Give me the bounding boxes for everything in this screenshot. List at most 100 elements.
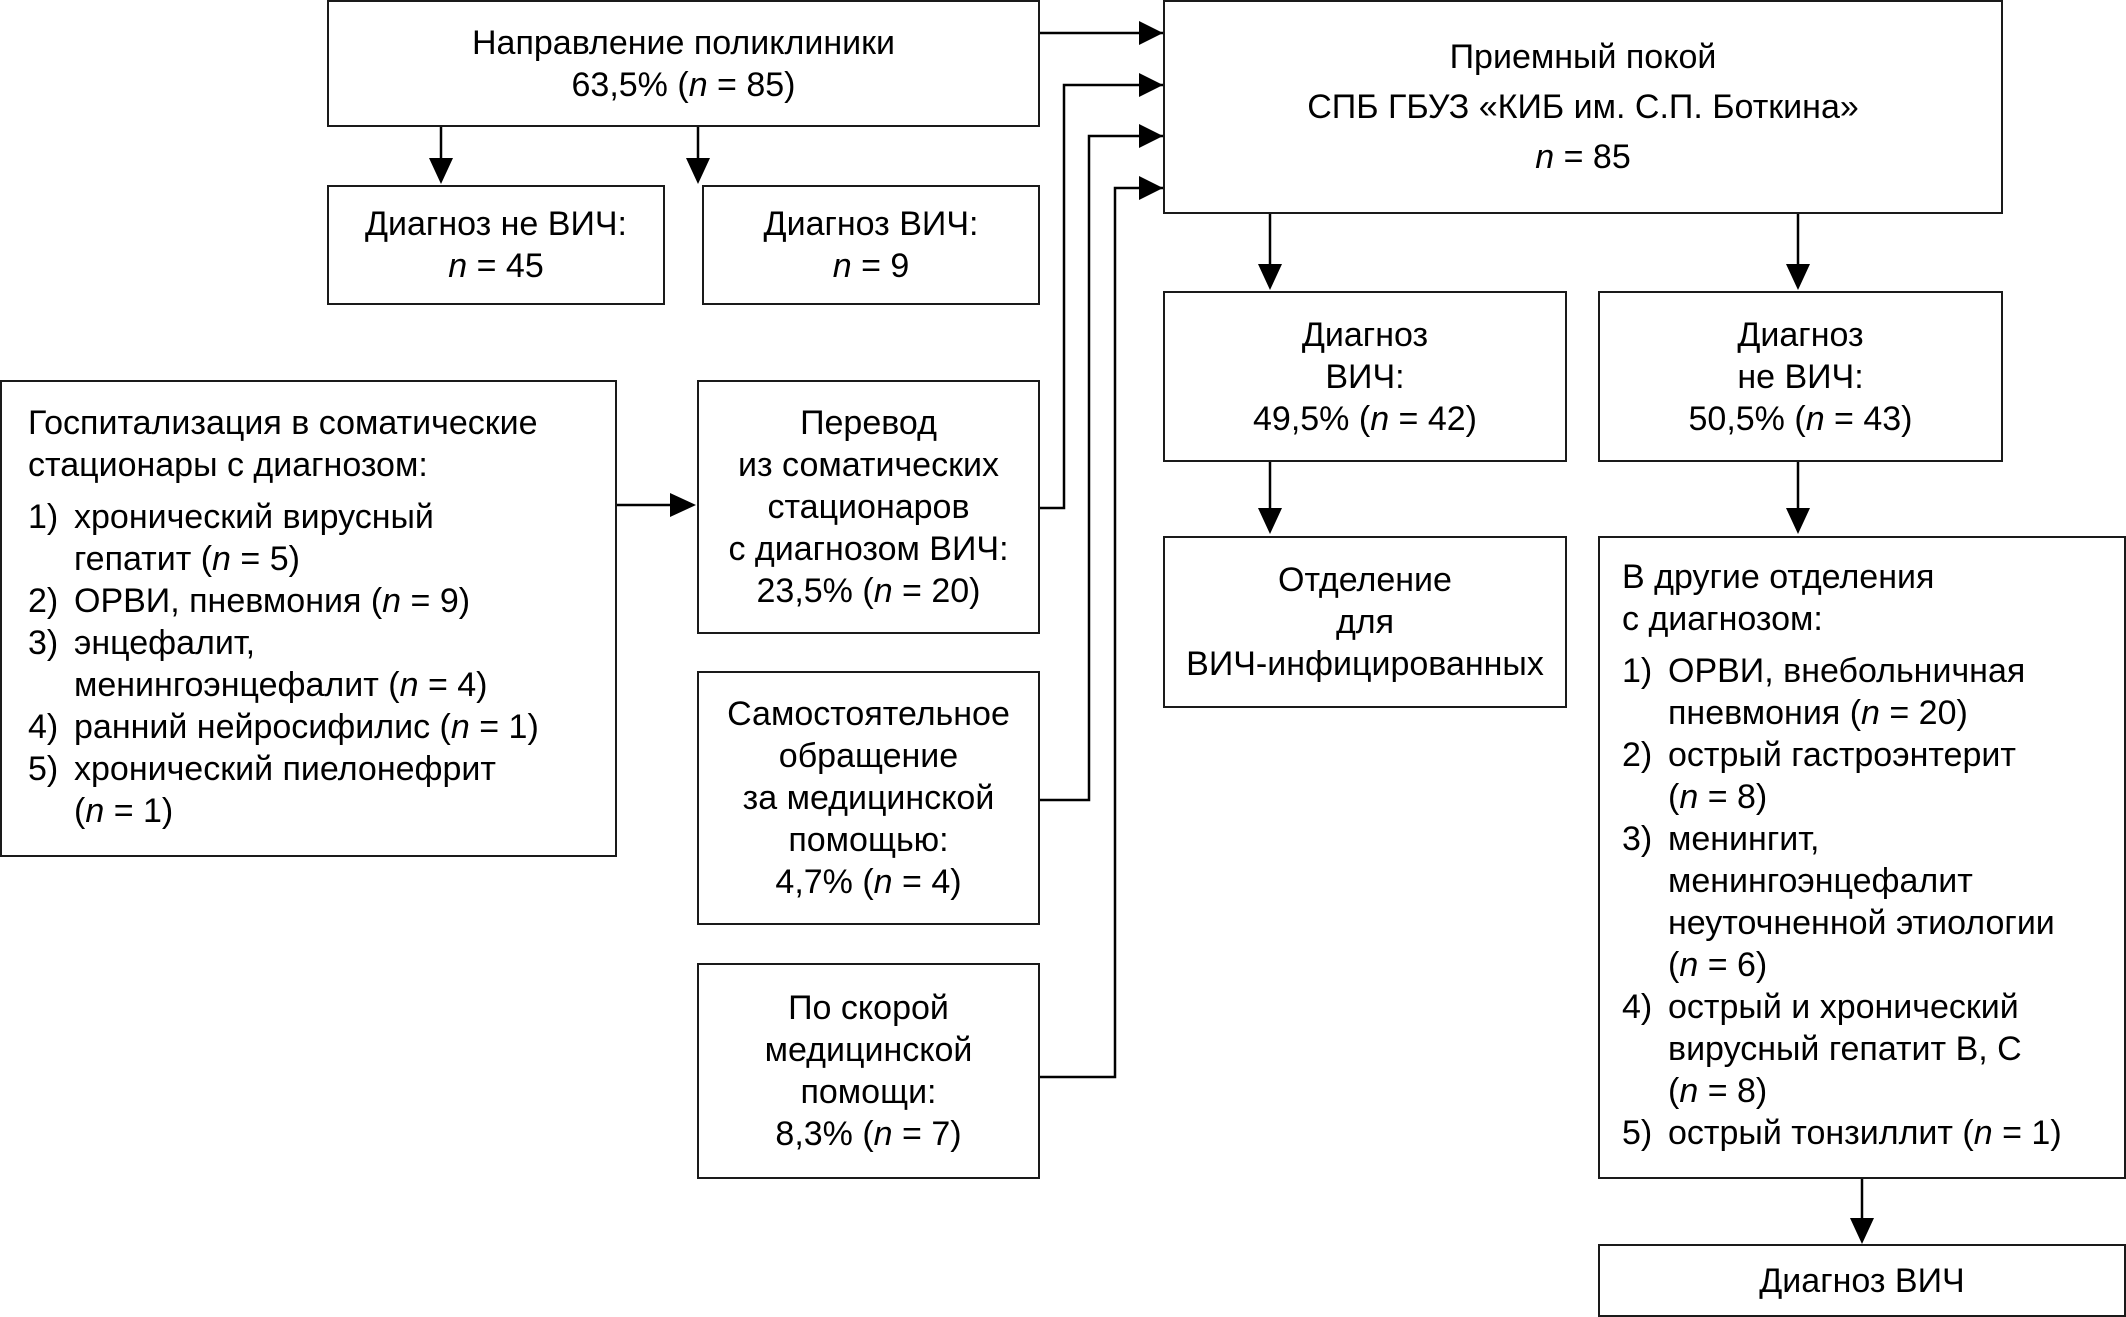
hiv-department-line: для (1335, 603, 1395, 641)
arrow-self-referral-to-reception (1039, 134, 1163, 802)
list-item-line: острый гастроэнтерит (1668, 734, 2016, 776)
list-item-text: неуточненной этиологии (1668, 904, 2055, 942)
arrowhead (1139, 176, 1163, 200)
list-item-text: ( (1668, 946, 1680, 984)
list-item-line: менингоэнцефалит (n = 4) (74, 664, 487, 706)
other-departments-box: В другие отделения с диагнозом: 1) ОРВИ, … (1598, 536, 2126, 1179)
n-value: = 20) (1879, 694, 1968, 732)
list-item-number: 2) (28, 582, 59, 620)
n-label: n (85, 792, 105, 830)
polyclinic-title: Направление поликлиники (472, 23, 895, 62)
list-item-number: 3) (28, 624, 59, 662)
list-item: 4) ранний нейросифилис (n = 1) (28, 706, 539, 748)
n-value: = 5) (230, 540, 300, 578)
list-item-line: ОРВИ, внебольничная (1668, 650, 2025, 692)
list-item-line: острый тонзиллит (n = 1) (1668, 1112, 2062, 1154)
list-item-line: гепатит (n = 5) (74, 538, 434, 580)
somatic-hospitalization-box: Госпитализация в соматические стационары… (0, 380, 617, 857)
list-item-line: ранний нейросифилис (n = 1) (74, 706, 539, 748)
list-item-text: менингоэнцефалит ( (74, 666, 400, 704)
list-item: 5)острый тонзиллит (n = 1) (1622, 1112, 2062, 1154)
self-referral-line: помощью: (788, 821, 949, 859)
polyclinic-stat: 63,5% (n = 85) (571, 65, 796, 104)
list-item: 5)хронический пиелонефрит(n = 1) (28, 748, 539, 832)
reception-not-hiv-line: Диагноз (1737, 315, 1864, 354)
list-item-text: пневмония ( (1668, 694, 1862, 732)
self-referral-line: обращение (778, 737, 959, 775)
transfer-line: из соматических (738, 446, 999, 484)
transfer-stat: 23,5% (n = 20) (756, 572, 981, 610)
ambulance-line: По скорой (788, 989, 949, 1027)
self-referral-stat: 4,7% (n = 4) (775, 863, 962, 901)
somatic-title-line2: стационары с диагнозом: (28, 446, 428, 484)
list-item-number: 1) (1622, 652, 1653, 690)
list-item-text: менингоэнцефалит (1668, 862, 1973, 900)
transfer-line: с диагнозом ВИЧ: (728, 530, 1009, 568)
list-item-line: (n = 8) (1668, 776, 2016, 818)
list-item-number: 4) (1622, 988, 1653, 1026)
ambulance-line: помощи: (800, 1073, 937, 1111)
arrowhead (429, 158, 453, 184)
n-label: n (450, 708, 470, 746)
polyclinic-hiv-title: Диагноз ВИЧ: (763, 205, 979, 243)
hiv-department-line: Отделение (1278, 561, 1452, 599)
list-item-line: вирусный гепатит В, С (1668, 1028, 2022, 1070)
reception-hiv-stat: 49,5% (n = 42) (1253, 399, 1477, 438)
transfer-line: Перевод (800, 404, 937, 442)
n-value: = 8) (1698, 778, 1768, 816)
list-item-number: 4) (28, 708, 59, 746)
list-item: 3) энцефалит,менингоэнцефалит (n = 4) (28, 622, 539, 706)
polyclinic-hiv-box: Диагноз ВИЧ: n = 9 (702, 185, 1040, 305)
arrowhead (1258, 264, 1282, 290)
list-item-number: 2) (1622, 736, 1653, 774)
n-label: n (382, 582, 402, 620)
arrowhead (1786, 508, 1810, 534)
final-hiv-box: Диагноз ВИЧ (1598, 1244, 2126, 1317)
self-referral-line: за медицинской (742, 779, 995, 817)
reception-hospital-name: СПБ ГБУЗ «КИБ им. С.П. Боткина» (1307, 88, 1859, 126)
n-value: = 6) (1698, 946, 1768, 984)
self-referral-box: Самостоятельное обращение за медицинской по… (697, 671, 1040, 925)
list-item-line: ОРВИ, пневмония (n = 9) (74, 580, 470, 622)
reception-not-hiv-line: не ВИЧ: (1737, 357, 1864, 396)
n-label: n (1973, 1114, 1993, 1152)
n-value: = 1) (1992, 1114, 2062, 1152)
list-item-body: острый тонзиллит (n = 1) (1668, 1112, 2062, 1154)
list-item-number: 3) (1622, 820, 1653, 858)
list-item-text: острый тонзиллит ( (1668, 1114, 1974, 1152)
other-title-line1: В другие отделения (1622, 558, 1935, 596)
list-item-line: менингоэнцефалит (1668, 860, 2055, 902)
other-title-line2: с диагнозом: (1622, 600, 1823, 638)
ambulance-stat: 8,3% (n = 7) (775, 1115, 962, 1153)
arrowhead (670, 493, 696, 517)
n-value: = 1) (104, 792, 174, 830)
n-label: n (212, 540, 231, 578)
list-item-number: 1) (28, 498, 59, 536)
polyclinic-not-hiv-title: Диагноз не ВИЧ: (364, 205, 628, 243)
list-item-text: ( (1668, 1072, 1680, 1110)
list-item-text: ОРВИ, внебольничная (1668, 652, 2026, 690)
n-label: n (1861, 694, 1880, 732)
reception-count: n = 85 (1535, 138, 1631, 176)
n-value: = 1) (469, 708, 539, 746)
final-hiv-label: Диагноз ВИЧ (1759, 1261, 1965, 1300)
arrowhead (1258, 508, 1282, 534)
list-item-body: хронический пиелонефрит(n = 1) (74, 748, 496, 832)
list-item-text: острый гастроэнтерит (1668, 736, 2016, 774)
list-item-line: энцефалит, (74, 622, 487, 664)
self-referral-line: Самостоятельное (727, 695, 1010, 733)
list-item-line: (n = 6) (1668, 944, 2055, 986)
list-item-line: пневмония (n = 20) (1668, 692, 2025, 734)
somatic-title-line1: Госпитализация в соматические (28, 404, 538, 442)
